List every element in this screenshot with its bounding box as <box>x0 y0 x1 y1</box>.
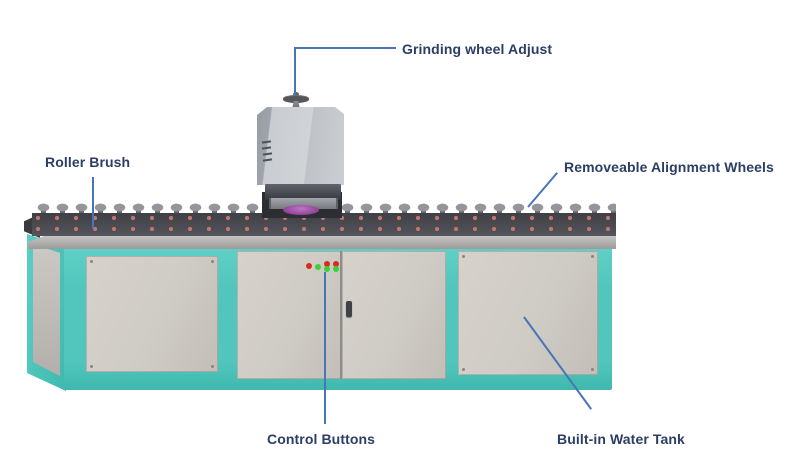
cabinet-door-right <box>342 251 446 379</box>
grinding-carriage <box>265 184 341 200</box>
grinding-head-housing <box>257 107 344 185</box>
adjust-knob-stem <box>292 101 300 109</box>
machine-cabinet <box>64 246 612 390</box>
label-roller-brush: Roller Brush <box>45 154 131 170</box>
grinding-base-plate <box>269 198 338 209</box>
cabinet-panel-left <box>86 256 218 372</box>
door-handle <box>346 301 352 317</box>
screw-icon <box>591 255 594 258</box>
adjust-knob-nub <box>293 92 299 97</box>
screw-icon <box>90 365 93 368</box>
leader-line-grinding-vertical <box>294 47 296 95</box>
roller-table-surface <box>32 213 616 236</box>
screw-icon <box>591 368 594 371</box>
grinding-wheel <box>283 205 319 215</box>
cabinet-door-left <box>237 251 341 379</box>
door-gap <box>340 251 342 379</box>
control-buttons-group <box>306 261 339 272</box>
screw-icon <box>90 260 93 263</box>
leader-line-roller-brush <box>92 177 94 229</box>
screw-icon <box>211 365 214 368</box>
leader-line-control-buttons <box>324 272 326 424</box>
control-button-red-green <box>324 261 330 272</box>
label-grinding-wheel-adjust: Grinding wheel Adjust <box>402 41 553 57</box>
label-removeable-alignment-wheels: Removeable Alignment Wheels <box>564 159 774 175</box>
grinding-adjust-handwheel <box>283 96 309 103</box>
screw-icon <box>462 368 465 371</box>
leader-line-grinding-horizontal <box>294 47 396 49</box>
screw-icon <box>462 255 465 258</box>
label-control-buttons: Control Buttons <box>267 431 376 447</box>
control-button-red-green <box>333 261 339 272</box>
label-built-in-water-tank: Built-in Water Tank <box>557 431 685 447</box>
cabinet-panel-right-water-tank <box>458 251 598 375</box>
cabinet-left-side-panel <box>33 244 60 376</box>
screw-icon <box>211 260 214 263</box>
control-button-red <box>306 263 312 269</box>
control-button-green <box>315 264 321 270</box>
table-front-edge <box>28 236 616 249</box>
